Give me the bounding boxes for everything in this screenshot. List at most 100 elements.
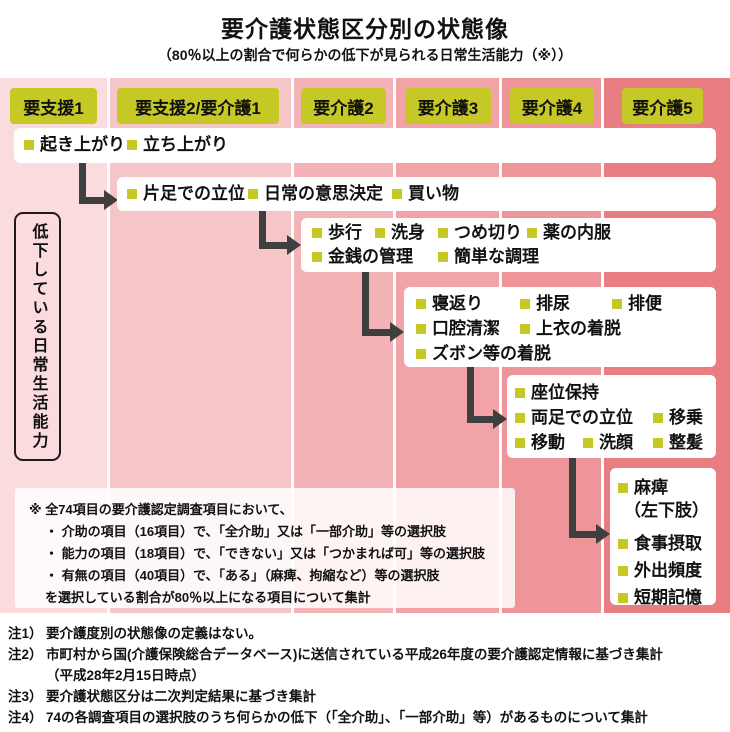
ability-item-label: ズボン等の着脱: [432, 344, 551, 363]
ability-item-label: 洗身: [391, 223, 425, 242]
square-bullet-icon: [527, 228, 537, 238]
square-bullet-icon: [248, 189, 258, 199]
level-badge-yokaigo2: 要介護2: [301, 88, 386, 124]
square-bullet-icon: [515, 413, 525, 423]
ability-item: 口腔清潔: [416, 319, 500, 339]
ability-item: 食事摂取: [618, 534, 702, 554]
square-bullet-icon: [618, 566, 628, 576]
ability-item: 薬の内服: [527, 223, 611, 243]
ability-item-label: 買い物: [408, 184, 459, 203]
note-text: 市町村から国(介護保険総合データベース)に送信されている平成26年度の要介護認定…: [46, 647, 663, 662]
square-bullet-icon: [24, 140, 34, 150]
level-badge-yokaigo3: 要介護3: [405, 88, 491, 124]
arrow-vertical-segment: [362, 272, 369, 336]
footnote-line: ・ 有無の項目（40項目）で、「ある」（麻痺、拘縮など）等の選択肢: [45, 568, 440, 583]
ability-item: 移乗: [653, 408, 703, 428]
square-bullet-icon: [653, 413, 663, 423]
ability-item-label: 排尿: [536, 294, 570, 313]
ability-item-label: 座位保持: [531, 383, 599, 402]
note-label: 注2）: [8, 647, 43, 662]
level-badge-yokaigo4: 要介護4: [510, 88, 594, 124]
ability-item: 排便: [612, 294, 662, 314]
ability-item: 片足での立位: [127, 184, 245, 204]
ability-box-3: 歩行 洗身 つめ切り 薬の内服 金銭の管理 簡単な調理: [301, 218, 716, 272]
square-bullet-icon: [520, 299, 530, 309]
ability-box-2: 片足での立位 日常の意思決定 買い物: [117, 177, 716, 211]
ability-item: 洗身: [375, 223, 425, 243]
arrowhead-icon: [104, 190, 118, 210]
square-bullet-icon: [618, 483, 628, 493]
ability-item-label: 歩行: [328, 223, 362, 242]
ability-item-label: 立ち上がり: [143, 135, 228, 154]
arrowhead-icon: [390, 322, 404, 342]
square-bullet-icon: [416, 299, 426, 309]
note-text: 74の各調査項目の選択肢のうち何らかの低下（「全介助」、「一部介助」等）があるも…: [46, 710, 648, 725]
square-bullet-icon: [127, 189, 137, 199]
ability-item-label: 上衣の着脱: [536, 319, 621, 338]
arrowhead-icon: [287, 235, 301, 255]
footnote-line: を選択している割合が80％以上になる項目について集計: [45, 590, 371, 605]
square-bullet-icon: [612, 299, 622, 309]
ability-box-6: 麻痺 （左下肢） 食事摂取 外出頻度 短期記憶: [610, 468, 716, 607]
ability-item: つめ切り: [438, 223, 522, 243]
ability-item: ズボン等の着脱: [416, 344, 551, 364]
ability-box-1: 起き上がり 立ち上がり: [14, 128, 716, 163]
ability-item-label: 洗顔: [599, 433, 633, 452]
arrow-horizontal-segment: [569, 531, 597, 538]
arrow-vertical-segment: [79, 163, 86, 204]
ability-item-label: 外出頻度: [634, 561, 702, 580]
ability-item-label: 金銭の管理: [328, 247, 413, 266]
ability-item: 両足での立位: [515, 408, 633, 428]
ability-item: 起き上がり: [24, 135, 125, 155]
note-text: 要介護度別の状態像の定義はない。: [46, 626, 262, 641]
ability-item: 麻痺: [618, 478, 668, 498]
ability-item: 座位保持: [515, 383, 599, 403]
ability-item: 上衣の着脱: [520, 319, 621, 339]
ability-item: 日常の意思決定: [248, 184, 383, 204]
arrowhead-icon: [596, 524, 610, 544]
square-bullet-icon: [515, 388, 525, 398]
arrow-horizontal-segment: [259, 242, 288, 249]
arrow-horizontal-segment: [79, 197, 105, 204]
ability-item-label: 日常の意思決定: [264, 184, 383, 203]
square-bullet-icon: [618, 539, 628, 549]
square-bullet-icon: [392, 189, 402, 199]
ability-item-label: 寝返り: [432, 294, 483, 313]
square-bullet-icon: [583, 438, 593, 448]
ability-item-label: 麻痺: [634, 478, 668, 497]
ability-box-5: 座位保持 両足での立位 移乗 移動 洗顔 整髪: [507, 375, 716, 458]
square-bullet-icon: [653, 438, 663, 448]
level-badge-yokaigo5: 要介護5: [622, 88, 703, 124]
page-subtitle: （80％以上の割合で何らかの低下が見られる日常生活能力（※））: [157, 47, 573, 63]
arrow-horizontal-segment: [362, 329, 391, 336]
square-bullet-icon: [312, 228, 322, 238]
ability-item-label: 移乗: [669, 408, 703, 427]
ability-item: 簡単な調理: [438, 247, 539, 267]
square-bullet-icon: [416, 324, 426, 334]
arrow-vertical-segment: [467, 367, 474, 423]
ability-item-label: 片足での立位: [143, 184, 245, 203]
square-bullet-icon: [438, 228, 448, 238]
ability-item-label: 口腔清潔: [432, 319, 500, 338]
note-label: 注4）: [8, 710, 43, 725]
ability-item-label: 排便: [628, 294, 662, 313]
ability-item-label: 両足での立位: [531, 408, 633, 427]
note-text: 要介護状態区分は二次判定結果に基づき集計: [46, 689, 316, 704]
square-bullet-icon: [520, 324, 530, 334]
page-title: 要介護状態区分別の状態像: [221, 16, 509, 42]
ability-item: 立ち上がり: [127, 135, 228, 155]
ability-item-label: 移動: [531, 433, 565, 452]
ability-item: 買い物: [392, 184, 459, 204]
axis-label: 低下している日常生活能力: [29, 222, 47, 451]
ability-item-label: 薬の内服: [543, 223, 611, 242]
ability-item-continuation: （左下肢）: [624, 501, 709, 521]
footnote-box: ※ 全74項目の要介護認定調査項目において、 ・ 介助の項目（16項目）で、「全…: [15, 488, 515, 608]
note-label: 注3）: [8, 689, 43, 704]
axis-label-box: 低下している日常生活能力: [14, 212, 61, 461]
ability-item: 寝返り: [416, 294, 483, 314]
ability-item: 歩行: [312, 223, 362, 243]
square-bullet-icon: [416, 349, 426, 359]
square-bullet-icon: [127, 140, 137, 150]
note-label: 注1）: [8, 626, 43, 641]
